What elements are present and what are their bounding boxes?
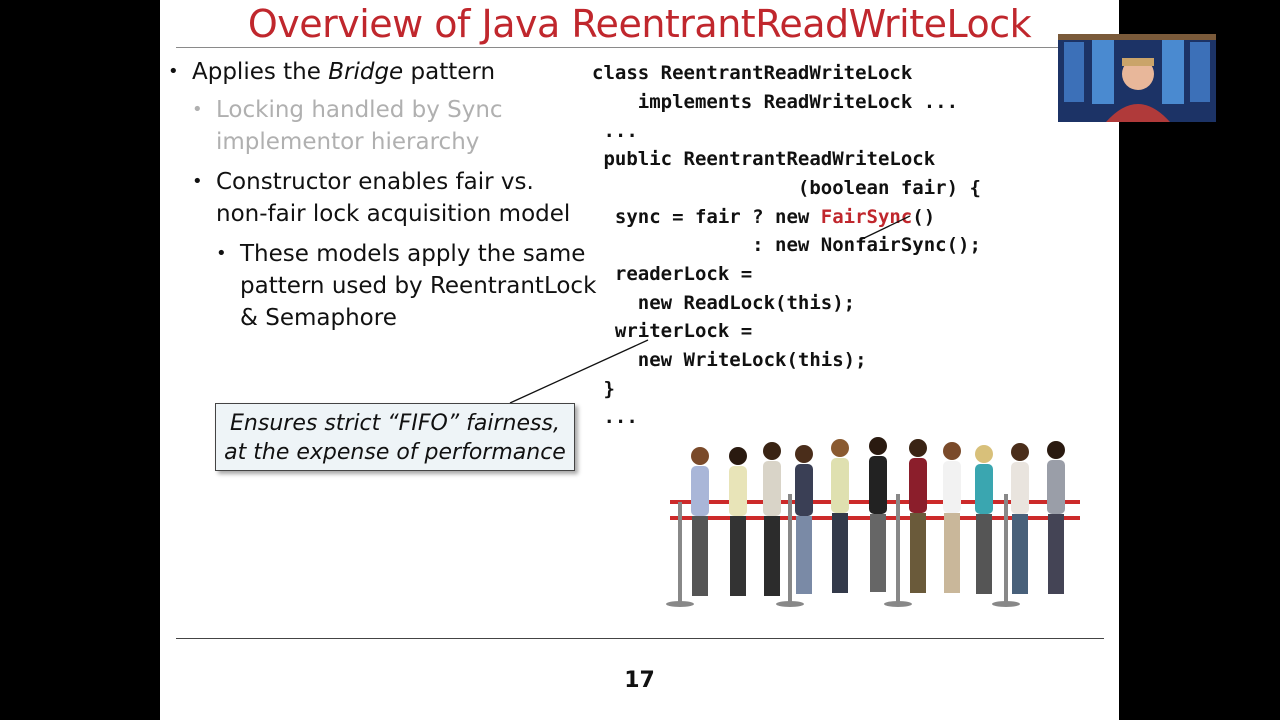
bullet-line: These models apply the same bbox=[240, 241, 586, 267]
slide: Overview of Java ReentrantReadWriteLock … bbox=[160, 0, 1119, 720]
code-line: writerLock = bbox=[592, 320, 753, 342]
slide-title: Overview of Java ReentrantReadWriteLock bbox=[247, 2, 1032, 46]
bullet-dot-icon: • bbox=[216, 243, 227, 264]
code-line: new WriteLock(this); bbox=[592, 349, 867, 371]
callout-line: Ensures strict “FIFO” fairness, bbox=[230, 411, 560, 436]
callout-line: at the expense of performance bbox=[224, 440, 566, 465]
fairsync-highlight: FairSync bbox=[820, 206, 913, 228]
bullet-text: Applies the Bridge pattern bbox=[192, 59, 496, 85]
bullet-line: & Semaphore bbox=[240, 305, 397, 331]
queue-illustration bbox=[666, 437, 1080, 607]
presenter-webcam bbox=[1058, 34, 1216, 122]
code-line-sync: sync = fair ? new FairSync() bbox=[592, 206, 936, 228]
bullet-dot-icon: • bbox=[192, 99, 203, 120]
code-line: (boolean fair) { bbox=[592, 177, 981, 199]
bullet-line: Locking handled by Sync bbox=[216, 97, 503, 123]
bullet-line: implementor hierarchy bbox=[216, 129, 480, 155]
code-line: public ReentrantReadWriteLock bbox=[592, 148, 936, 170]
bullet-line: Constructor enables fair vs. bbox=[216, 169, 534, 195]
bullet-dot-icon: • bbox=[168, 61, 179, 82]
footer-divider bbox=[176, 638, 1104, 639]
bullet-line: pattern used by ReentrantLock bbox=[240, 273, 597, 299]
code-line: implements ReadWriteLock ... bbox=[592, 91, 959, 113]
code-line: ... bbox=[592, 120, 638, 142]
title-divider bbox=[176, 47, 1058, 48]
code-line: ... bbox=[592, 406, 638, 428]
callout-box: Ensures strict “FIFO” fairness, at the e… bbox=[215, 403, 575, 471]
page-number: 17 bbox=[624, 668, 655, 693]
code-line: readerLock = bbox=[592, 263, 753, 285]
bullet-line: non-fair lock acquisition model bbox=[216, 201, 571, 227]
bullet-dot-icon: • bbox=[192, 171, 203, 192]
code-line: new ReadLock(this); bbox=[592, 292, 856, 314]
code-line: } bbox=[592, 378, 615, 400]
code-line: class ReentrantReadWriteLock bbox=[592, 62, 913, 84]
code-line: : new NonfairSync(); bbox=[592, 234, 981, 256]
